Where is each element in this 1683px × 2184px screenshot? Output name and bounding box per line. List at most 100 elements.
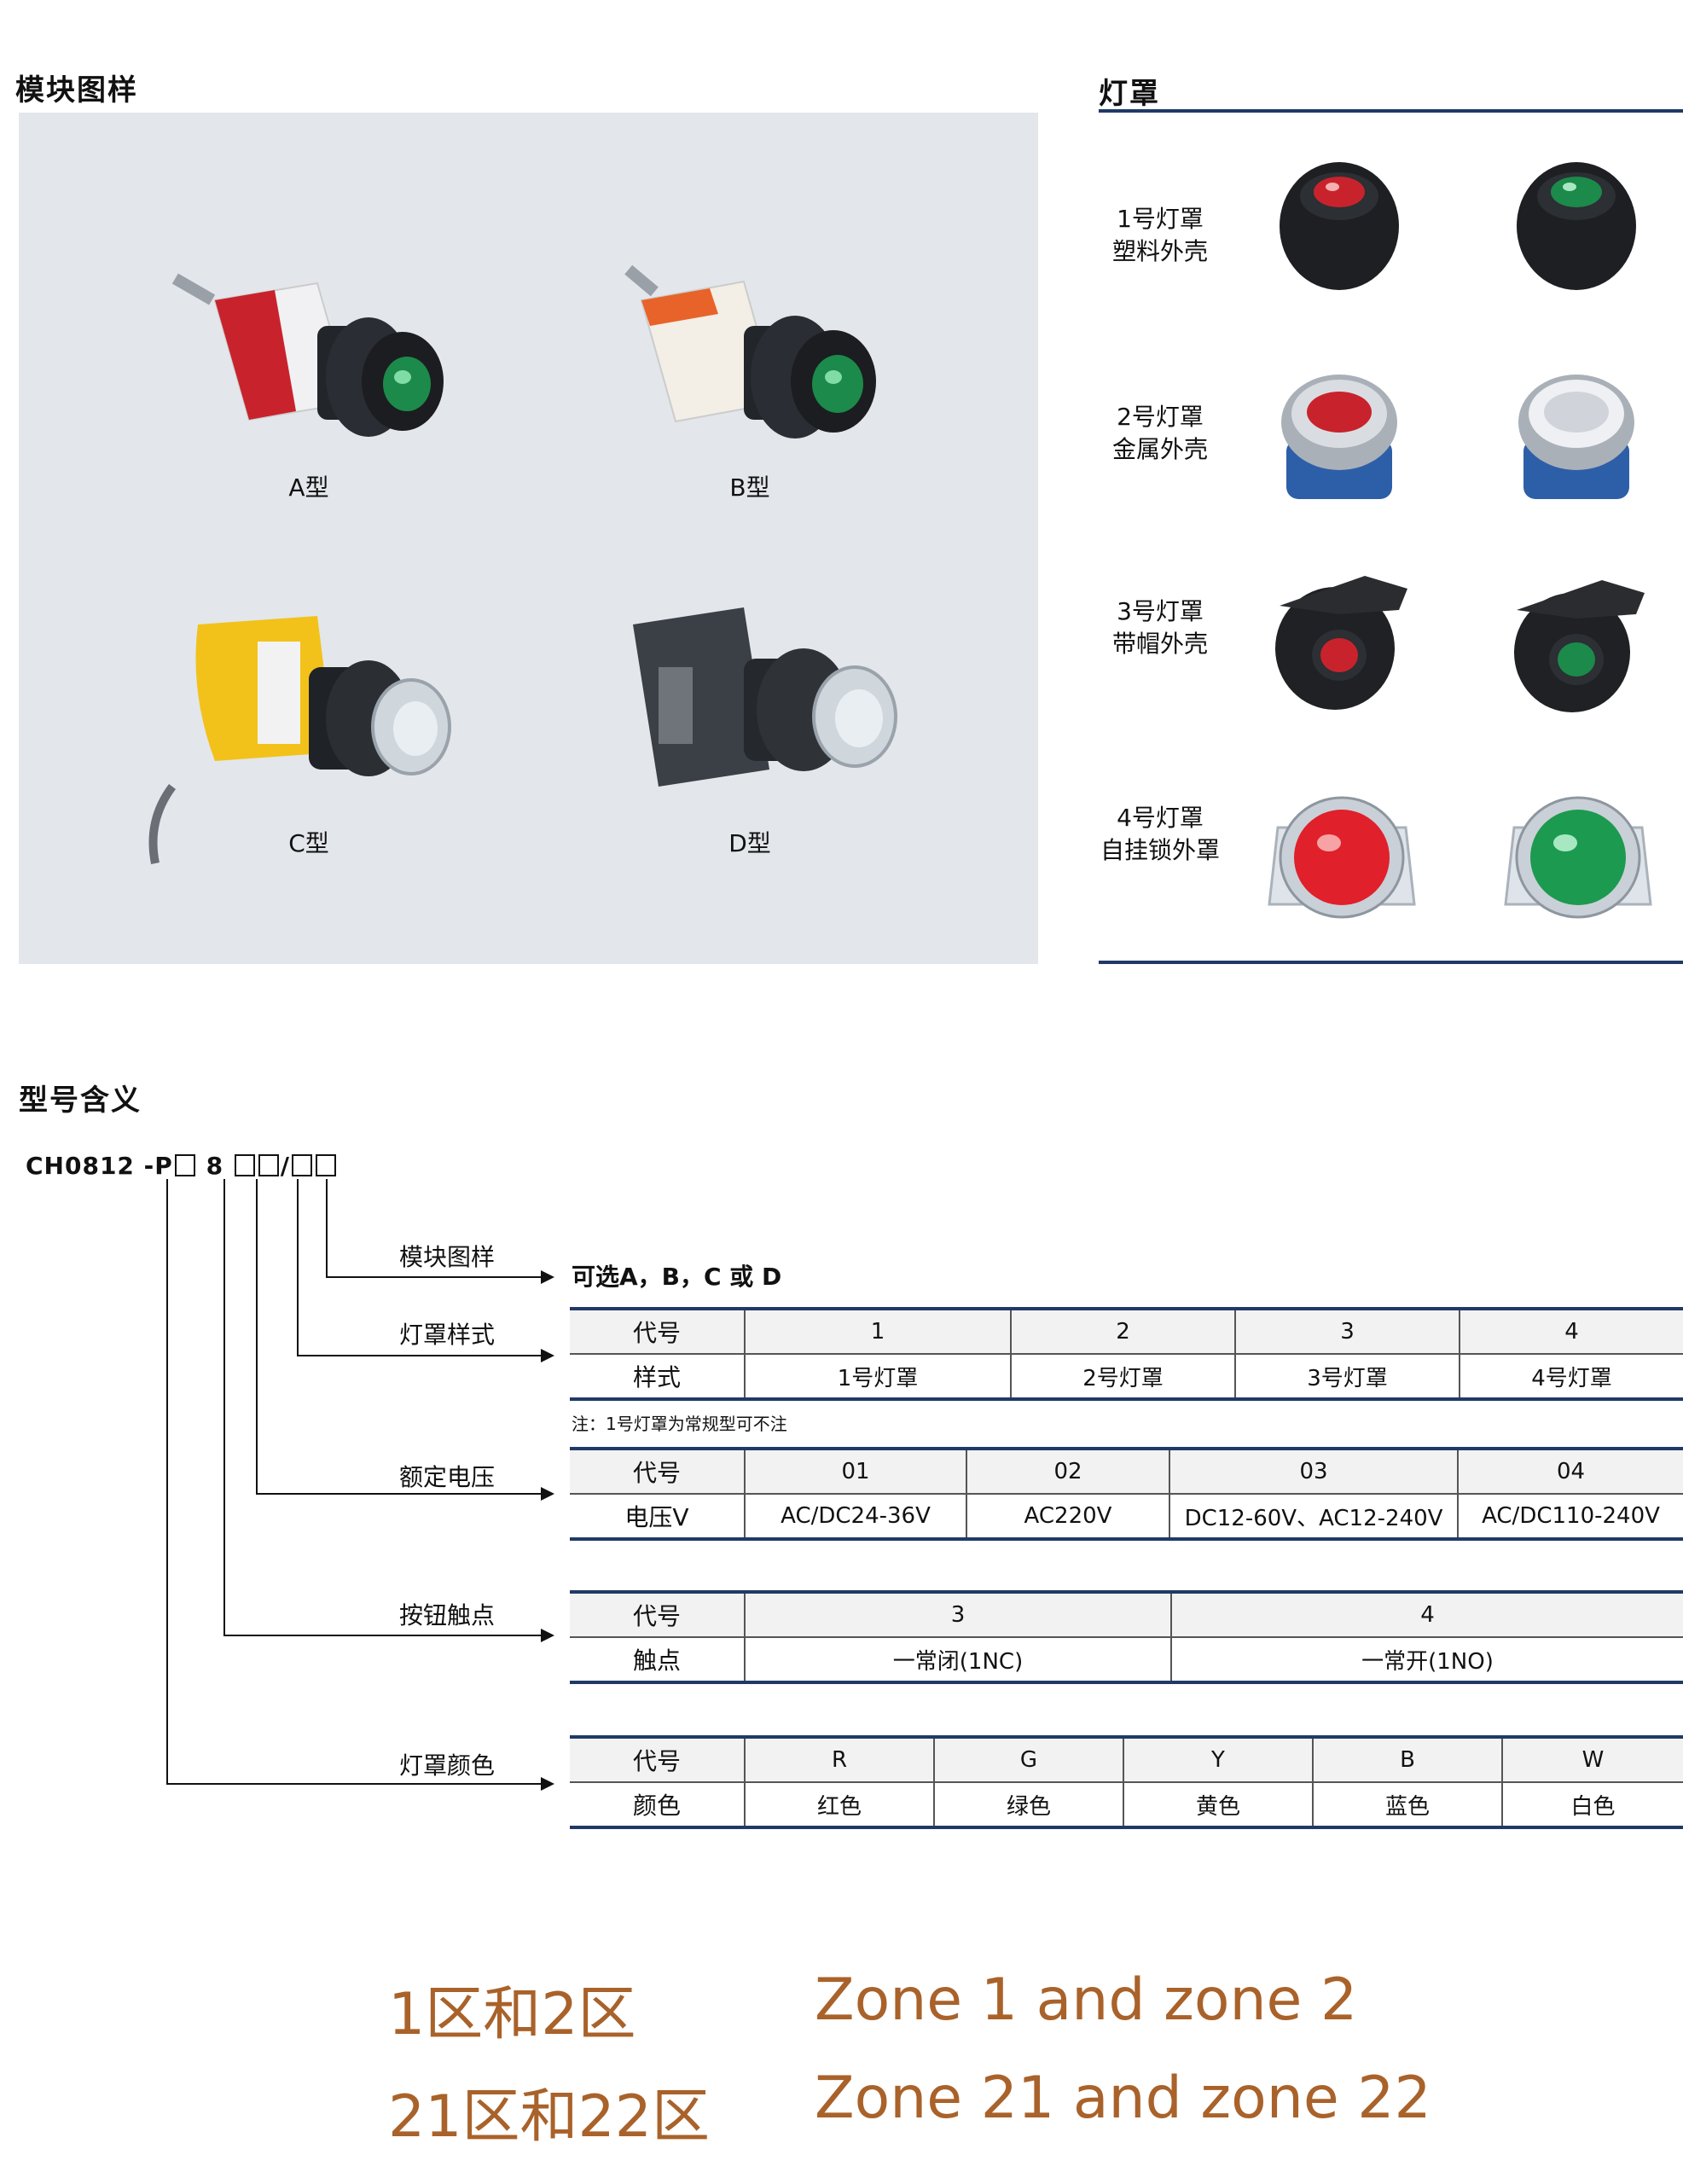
cover-1-red-image <box>1280 162 1399 290</box>
cover-1-green-image <box>1517 162 1636 290</box>
voltage-code-04: 04 <box>1457 1447 1683 1495</box>
voltage-value-01: AC/DC24-36V <box>744 1494 966 1541</box>
color-value-red: 红色 <box>744 1782 934 1829</box>
arrow-color <box>541 1777 554 1791</box>
voltage-value-02: AC220V <box>966 1494 1169 1541</box>
cover-3-green-image <box>1514 580 1645 712</box>
wire-module-vertical <box>326 1179 328 1278</box>
voltage-code-01: 01 <box>744 1447 966 1495</box>
module-option-text: 可选A，B，C 或 D <box>572 1263 782 1291</box>
color-value-white: 白色 <box>1501 1782 1683 1829</box>
style-code-4: 4 <box>1459 1307 1683 1355</box>
contact-value-row: 触点 一常闭(1NC) 一常开(1NO) <box>570 1637 1683 1684</box>
cover-3-red-image <box>1275 576 1407 710</box>
color-code-b: B <box>1312 1735 1502 1783</box>
leader-contact-label: 按钮触点 <box>398 1601 495 1629</box>
style-value-row: 样式 1号灯罩 2号灯罩 3号灯罩 4号灯罩 <box>570 1354 1683 1401</box>
leader-style-label: 灯罩样式 <box>398 1321 495 1349</box>
contact-code-row: 代号 3 4 <box>570 1590 1683 1638</box>
color-code-header: 代号 <box>570 1735 745 1783</box>
leader-color-label: 灯罩颜色 <box>398 1751 495 1780</box>
color-code-y: Y <box>1123 1735 1313 1783</box>
module-b-image <box>582 232 940 573</box>
cover-3-label: 3号灯罩 带帽外壳 <box>1111 597 1208 658</box>
voltage-value-header: 电压V <box>570 1494 745 1541</box>
color-value-green: 绿色 <box>933 1782 1123 1829</box>
style-code-3: 3 <box>1234 1307 1460 1355</box>
color-code-row: 代号 R G Y B W <box>570 1735 1683 1783</box>
color-code-w: W <box>1501 1735 1683 1783</box>
contact-value-header: 触点 <box>570 1637 745 1684</box>
cover-bottom-rule <box>1099 961 1683 964</box>
style-code-1: 1 <box>744 1307 1011 1355</box>
zone-en-1: Zone 1 and zone 2 <box>815 1966 1358 2034</box>
voltage-table: 代号 01 02 03 04 电压V AC/DC24-36V AC220V DC… <box>570 1447 1683 1541</box>
style-code-header: 代号 <box>570 1307 745 1355</box>
wire-style-horizontal <box>297 1355 541 1356</box>
style-value-2: 2号灯罩 <box>1010 1354 1235 1401</box>
voltage-value-04: AC/DC110-240V <box>1457 1494 1683 1541</box>
leader-voltage-label: 额定电压 <box>398 1463 495 1491</box>
contact-value-no: 一常开(1NO) <box>1170 1637 1683 1684</box>
color-table: 代号 R G Y B W 颜色 红色 绿色 黄色 蓝色 白色 <box>570 1735 1683 1829</box>
wire-color-vertical <box>166 1179 168 1785</box>
cover-1-label: 1号灯罩 塑料外壳 <box>1111 205 1208 265</box>
code-box-voltage-2 <box>258 1154 279 1176</box>
style-code-row: 代号 1 2 3 4 <box>570 1307 1683 1355</box>
wire-contact-horizontal <box>223 1635 541 1636</box>
cover-4-label: 4号灯罩 自挂锁外罩 <box>1100 804 1220 864</box>
color-code-r: R <box>744 1735 934 1783</box>
cover-2-label: 2号灯罩 金属外壳 <box>1111 403 1208 463</box>
wire-voltage-vertical <box>256 1179 258 1495</box>
color-value-blue: 蓝色 <box>1312 1782 1502 1829</box>
wire-voltage-horizontal <box>256 1493 541 1495</box>
style-value-1: 1号灯罩 <box>744 1354 1011 1401</box>
arrow-voltage <box>541 1487 554 1501</box>
module-a-label: A型 <box>288 473 329 502</box>
arrow-contact <box>541 1629 554 1642</box>
zone-cn-1: 1区和2区 <box>388 1981 636 2048</box>
style-code-2: 2 <box>1010 1307 1235 1355</box>
code-box-module <box>316 1154 337 1176</box>
color-code-g: G <box>933 1735 1123 1783</box>
color-value-row: 颜色 红色 绿色 黄色 蓝色 白色 <box>570 1782 1683 1829</box>
color-value-yellow: 黄色 <box>1123 1782 1313 1829</box>
module-section-title: 模块图样 <box>15 73 138 107</box>
model-code: CH0812 -P 8 / <box>26 1152 338 1180</box>
module-photo-panel: A型 B型 C型 <box>19 113 1038 964</box>
arrow-module <box>541 1270 554 1284</box>
leader-module-label: 模块图样 <box>398 1243 495 1271</box>
voltage-code-header: 代号 <box>570 1447 745 1495</box>
voltage-value-row: 电压V AC/DC24-36V AC220V DC12-60V、AC12-240… <box>570 1494 1683 1541</box>
color-value-header: 颜色 <box>570 1782 745 1829</box>
wire-style-vertical <box>297 1179 299 1356</box>
cover-4-green-image <box>1504 796 1652 919</box>
cover-4-red-image <box>1268 796 1416 919</box>
module-d-label: D型 <box>728 829 771 857</box>
arrow-style <box>541 1349 554 1362</box>
contact-code-header: 代号 <box>570 1590 745 1638</box>
contact-table: 代号 3 4 触点 一常闭(1NC) 一常开(1NO) <box>570 1590 1683 1684</box>
module-c-label: C型 <box>288 829 329 857</box>
wire-contact-vertical <box>223 1179 225 1636</box>
style-note: 注：1号灯罩为常规型可不注 <box>572 1414 787 1434</box>
code-box-voltage-1 <box>234 1154 255 1176</box>
voltage-value-03: DC12-60V、AC12-240V <box>1169 1494 1458 1541</box>
contact-value-nc: 一常闭(1NC) <box>744 1637 1171 1684</box>
voltage-code-row: 代号 01 02 03 04 <box>570 1447 1683 1495</box>
cover-top-rule <box>1099 109 1683 113</box>
style-value-4: 4号灯罩 <box>1459 1354 1683 1401</box>
module-c-image <box>130 590 488 932</box>
contact-code-3: 3 <box>744 1590 1171 1638</box>
model-section-title: 型号含义 <box>19 1083 142 1118</box>
module-b-label: B型 <box>729 473 770 502</box>
style-table: 代号 1 2 3 4 样式 1号灯罩 2号灯罩 3号灯罩 4号灯罩 <box>570 1307 1683 1401</box>
module-d-image <box>599 573 957 915</box>
code-box-contact <box>174 1154 195 1176</box>
module-a-image <box>147 232 505 573</box>
cover-2-clear-image <box>1518 375 1634 499</box>
style-value-header: 样式 <box>570 1354 745 1401</box>
contact-code-4: 4 <box>1170 1590 1683 1638</box>
voltage-code-02: 02 <box>966 1447 1169 1495</box>
code-box-style <box>292 1154 313 1176</box>
